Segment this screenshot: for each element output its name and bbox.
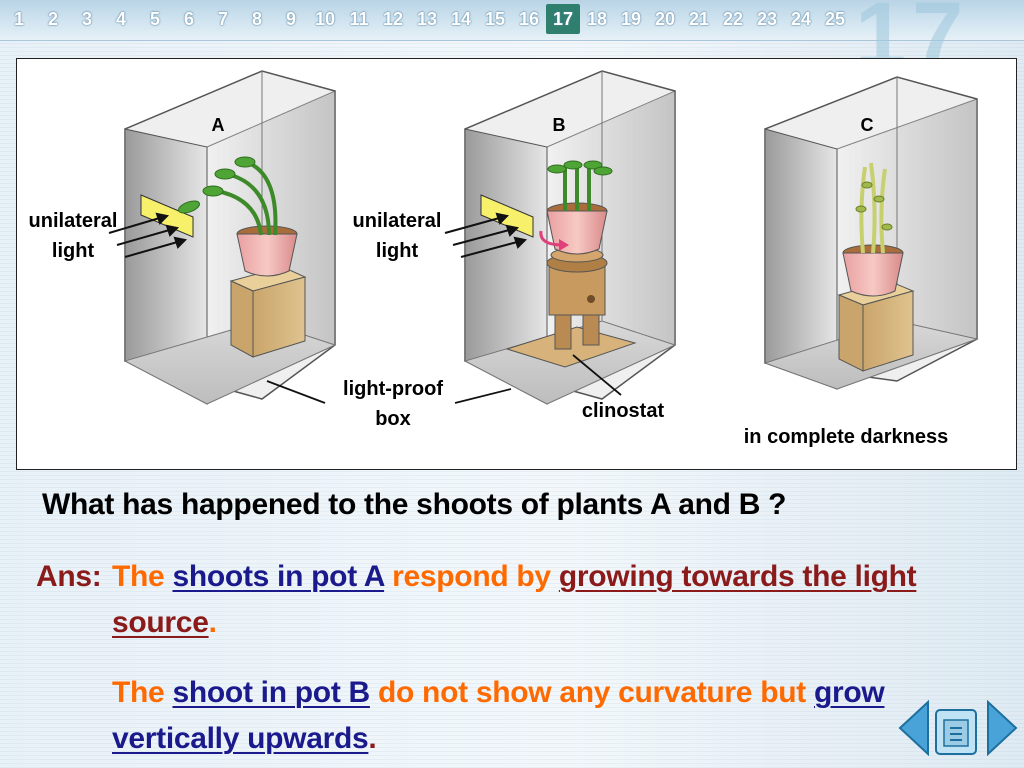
slide-number-21[interactable]: 21 xyxy=(688,9,710,29)
answer2-subject: shoot in pot B xyxy=(172,676,370,709)
box-a xyxy=(108,70,337,405)
answer-paragraph-1: The shoots in pot A respond by growing t… xyxy=(112,554,972,646)
box-c xyxy=(763,76,979,390)
answer2-verb: do not show any curvature but xyxy=(377,676,806,709)
slide-number-8[interactable]: 8 xyxy=(251,9,262,29)
unilateral-light-a-line1: unilateral xyxy=(29,210,118,232)
slide-number-17[interactable]: 17 xyxy=(546,4,580,34)
slide-number-2[interactable]: 2 xyxy=(47,9,58,29)
answer1-verb: respond by xyxy=(392,560,551,593)
unilateral-light-b-line2: light xyxy=(376,240,419,262)
slide-number-18[interactable]: 18 xyxy=(586,9,608,29)
answer1-result: growing towards the light source xyxy=(112,560,917,639)
box-c-label: C xyxy=(861,115,874,135)
next-arrow-icon[interactable] xyxy=(987,699,1018,757)
unilateral-light-a-line2: light xyxy=(52,240,95,262)
slide-number-24[interactable]: 24 xyxy=(790,9,812,29)
light-proof-box-line2: box xyxy=(375,408,411,430)
slide-number-4[interactable]: 4 xyxy=(115,9,126,29)
slide-number-9[interactable]: 9 xyxy=(285,9,296,29)
darkness-label: in complete darkness xyxy=(744,426,949,448)
slide-number-13[interactable]: 13 xyxy=(416,9,438,29)
slide-number-19[interactable]: 19 xyxy=(620,9,642,29)
answer-paragraph-2: The shoot in pot B do not show any curva… xyxy=(112,670,932,762)
slide-number-12[interactable]: 12 xyxy=(382,9,404,29)
slide-number-5[interactable]: 5 xyxy=(149,9,160,29)
slide-number-20[interactable]: 20 xyxy=(654,9,676,29)
unilateral-light-b-line1: unilateral xyxy=(353,210,442,232)
slide-number-23[interactable]: 23 xyxy=(756,9,778,29)
box-b xyxy=(444,70,677,405)
slide-number-16[interactable]: 16 xyxy=(518,9,540,29)
question-text: What has happened to the shoots of plant… xyxy=(42,488,787,521)
answer-label: Ans: xyxy=(36,560,102,593)
slide-number-1[interactable]: 1 xyxy=(13,9,24,29)
slide-number-15[interactable]: 15 xyxy=(484,9,506,29)
prev-arrow-icon[interactable] xyxy=(898,699,929,757)
answer2-period: . xyxy=(368,722,377,755)
answer1-subject: shoots in pot A xyxy=(172,560,385,593)
slide-number-11[interactable]: 11 xyxy=(349,9,369,29)
slide-number-3[interactable]: 3 xyxy=(81,9,92,29)
box-a-label: A xyxy=(212,115,225,135)
slide-number-22[interactable]: 22 xyxy=(722,9,744,29)
answer1-the: The xyxy=(112,560,165,593)
answer1-period: . xyxy=(208,606,217,639)
home-icon[interactable] xyxy=(935,709,977,755)
box-b-label: B xyxy=(553,115,566,135)
slide-number-7[interactable]: 7 xyxy=(217,9,228,29)
phototropism-diagram: A B C unilateral light unilateral light … xyxy=(16,58,1017,470)
slide-number-10[interactable]: 10 xyxy=(314,9,336,29)
slide-number-25[interactable]: 25 xyxy=(824,9,846,29)
answer2-the: The xyxy=(112,676,165,709)
clinostat-label: clinostat xyxy=(582,400,665,422)
answer2-result: grow vertically upwards xyxy=(112,676,885,755)
light-proof-box-line1: light-proof xyxy=(343,378,443,400)
diagram-canvas: A B C unilateral light unilateral light … xyxy=(29,70,979,448)
slide-number-14[interactable]: 14 xyxy=(450,9,472,29)
slide-number-6[interactable]: 6 xyxy=(183,9,194,29)
slide-nav-controls xyxy=(898,696,1018,760)
